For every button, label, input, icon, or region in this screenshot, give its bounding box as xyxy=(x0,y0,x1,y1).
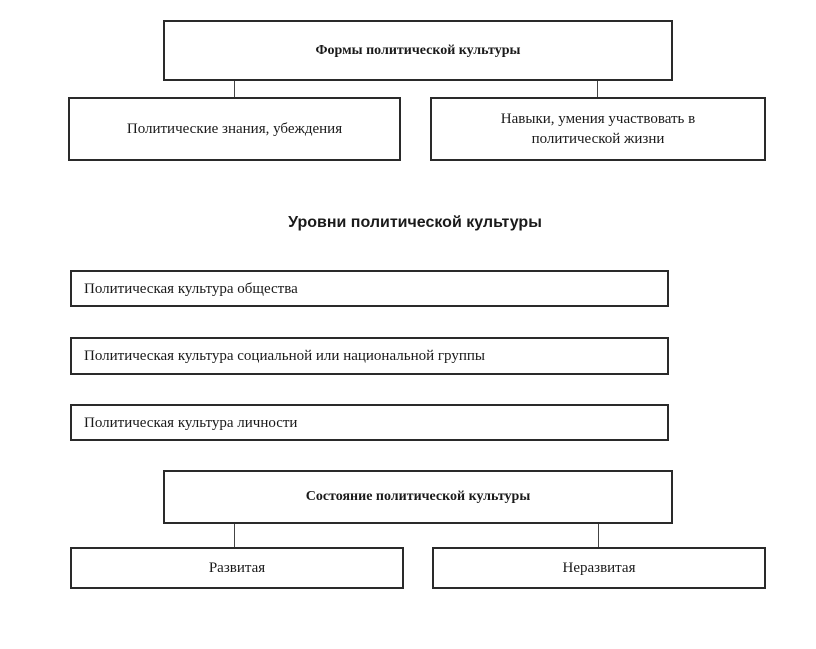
levels-item-person: Политическая культура личности xyxy=(70,404,669,441)
state-item-undeveloped: Неразвитая xyxy=(432,547,766,589)
state-header-box: Состояние политической культуры xyxy=(163,470,673,524)
connector-line xyxy=(598,524,599,548)
connector-line xyxy=(234,524,235,548)
connector-line xyxy=(234,81,235,98)
forms-item-skills: Навыки, умения участвовать в политическо… xyxy=(430,97,766,161)
state-item-developed: Развитая xyxy=(70,547,404,589)
levels-title: Уровни политической культуры xyxy=(288,214,542,231)
connector-line xyxy=(597,81,598,98)
levels-item-group: Политическая культура социальной или нац… xyxy=(70,337,669,375)
forms-header-box: Формы политической культуры xyxy=(163,20,673,81)
forms-item-knowledge: Политические знания, убеждения xyxy=(68,97,401,161)
levels-item-society: Политическая культура общества xyxy=(70,270,669,307)
